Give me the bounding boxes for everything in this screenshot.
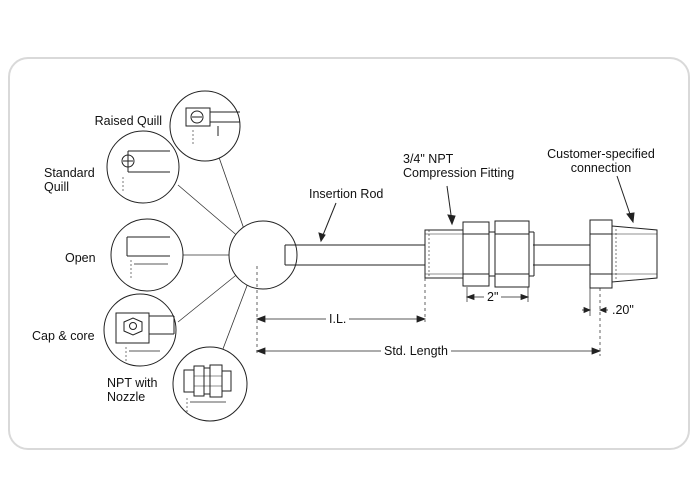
dimension-il: I.L. — [326, 312, 350, 326]
detail-open — [110, 218, 184, 292]
rod-tip-ball — [228, 220, 298, 290]
customer-connection-leader — [616, 175, 635, 224]
label-npt-nozzle: NPT with Nozzle — [107, 376, 158, 404]
dimension-connection-offset: .20" — [609, 303, 637, 317]
dimension-fitting-width: 2" — [484, 290, 502, 304]
label-raised-quill: Raised Quill — [94, 114, 162, 128]
label-cap-core: Cap & core — [32, 329, 95, 343]
detail-npt-nozzle — [172, 346, 248, 422]
insertion-rod — [284, 244, 590, 266]
label-insertion-rod: Insertion Rod — [309, 187, 384, 201]
customer-connection — [589, 219, 658, 356]
compression-fitting-leader — [446, 185, 456, 226]
dimension-std-length: Std. Length — [381, 344, 451, 358]
label-standard-quill: Standard Quill — [44, 166, 95, 194]
insertion-rod-leader — [318, 202, 337, 243]
detail-cap-core — [103, 293, 177, 367]
compression-fitting — [424, 220, 535, 322]
detail-raised-quill — [169, 90, 241, 162]
detail-standard-quill — [106, 130, 180, 204]
label-open: Open — [65, 251, 96, 265]
label-customer-connection: Customer-specified connection — [547, 147, 655, 175]
label-compression-fitting: 3/4" NPT Compression Fitting — [403, 152, 515, 180]
